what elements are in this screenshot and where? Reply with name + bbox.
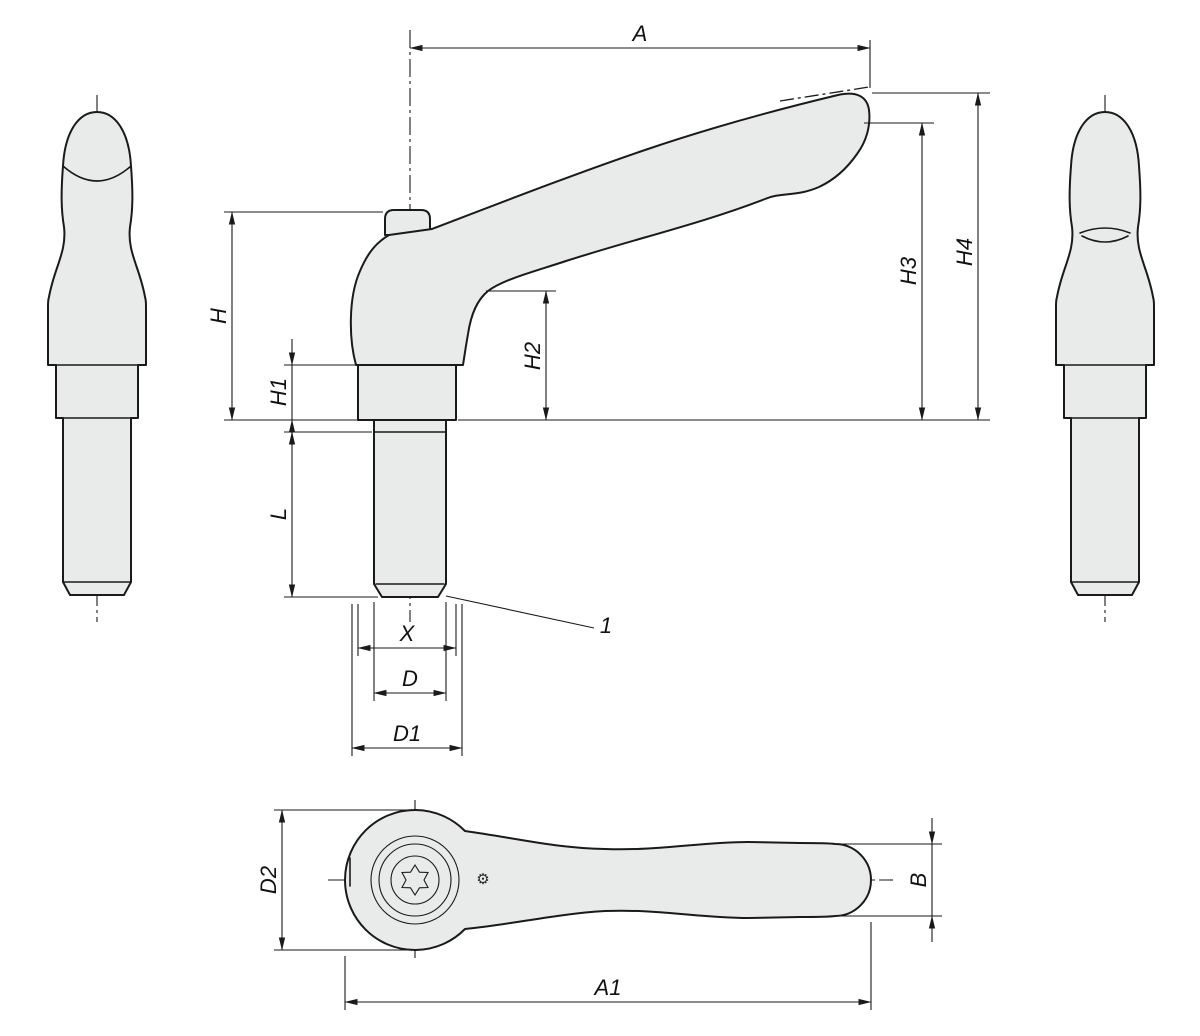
grip-recess-upper-arc [1079,227,1131,234]
dimension-h2: H2 [458,290,990,421]
torx-recess [401,863,429,897]
dim-label-x: X [399,621,416,646]
screw-head-circle [390,855,440,905]
dim-label-d: D [402,666,418,691]
callout-label-1: 1 [600,613,612,638]
top-plan-view: ⚙ [328,800,893,958]
dimension-l: L [266,431,378,598]
dimension-a1: A1 [344,922,872,1010]
dim-label-d1: D1 [393,721,421,746]
front-view-left [47,95,147,622]
lever-front-silhouette [47,111,147,596]
dim-label-h: H [206,308,231,324]
dim-label-l: L [266,508,291,520]
dimension-h4: H4 [872,92,990,421]
threaded-stud [373,419,447,598]
dim-label-b: B [906,873,931,888]
dimension-b: B [840,818,942,942]
dim-label-h2: H2 [520,342,545,370]
dimension-d1: D1 [351,604,463,756]
dimension-a: A [409,21,871,88]
dimension-d2: D2 [256,809,412,951]
lever-front-silhouette [1055,111,1155,596]
front-view-right [1055,95,1155,622]
dim-label-d2: D2 [256,866,281,894]
dim-label-a: A [631,21,648,46]
lever-plan-silhouette [344,809,872,951]
leader-line [445,595,595,629]
dimension-d: D [373,602,447,701]
dim-label-h3: H3 [896,256,921,285]
collar [357,364,457,421]
hub-inner-circle [378,843,452,917]
dimension-h: H [206,211,383,421]
grip-recess-lower-arc [1081,235,1129,243]
hub-cap [384,209,431,236]
dim-label-h4: H4 [952,238,977,266]
hub-stamp-icon: ⚙ [476,870,489,888]
handle-tip-arc [62,165,132,182]
lever-body [349,92,871,366]
hub-washer-circle [370,835,460,925]
alternate-position-line [779,86,870,102]
callout-1: 1 [445,595,612,638]
dim-label-a1: A1 [593,975,622,1000]
dimension-h3: H3 [864,122,934,421]
dimension-h1: H1 [266,339,356,446]
main-side-view [349,30,871,622]
dimension-x: X [357,604,457,656]
dim-label-h1: H1 [266,378,291,406]
